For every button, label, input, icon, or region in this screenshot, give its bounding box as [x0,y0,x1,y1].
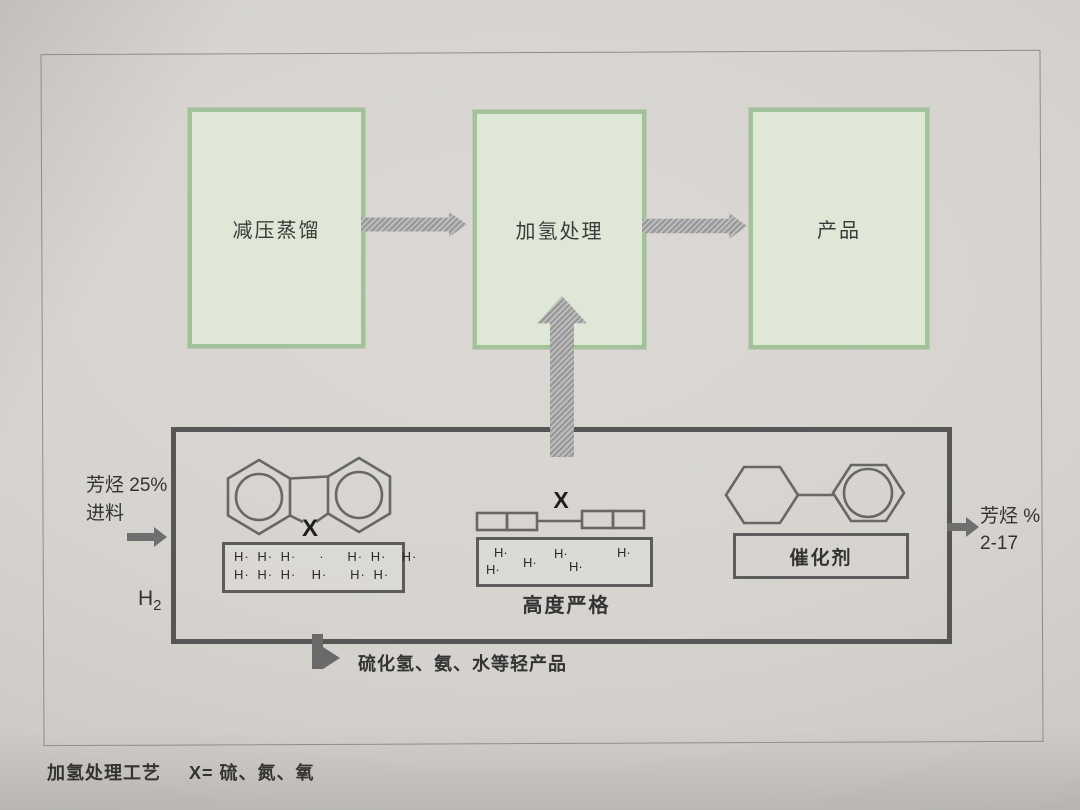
light-products-arrowhead-icon [323,647,340,669]
chain-x-label: X [553,488,569,513]
light-products-label: 硫化氢、氨、水等轻产品 [358,654,567,674]
cyclohexylbenzene-structure-icon [724,463,906,525]
light-products-arrow-icon [312,634,323,669]
flow-box-label: 加氢处理 [515,221,604,243]
h-radicals-box-middle: H· H· H· H· H· H· [476,537,653,587]
aromatics-out-arrow-icon [947,523,966,531]
figure-caption: 加氢处理工艺 X= 硫、氮、氧 [47,759,315,785]
flow-box-label: 减压蒸馏 [232,219,321,242]
h-radicals-row: H· H· H· H· H· H· [234,567,390,582]
aromatics-out-line1: 芳烃 % [980,506,1041,527]
aromatics-out-line2: 2-17 [980,533,1019,554]
h-radical: H· [523,555,537,570]
catalyst-box: 催化剂 [733,533,909,579]
h-radical: H· [554,546,568,561]
flow-box-vacuum-distillation: 减压蒸馏 [188,108,365,348]
h-radical: H· [494,545,508,560]
dibenzothiophene-structure-icon: X [226,456,392,542]
feed-line1: 芳烃 25% [86,475,168,496]
catalyst-label: 催化剂 [789,547,853,569]
flow-box-label: 产品 [817,220,861,242]
heteroatom-x-label: X [302,515,318,542]
feed-arrow-icon [127,533,154,541]
hydrogen-symbol: H [138,587,154,610]
h-radicals-box-left: H· H· H· · H· H· H· H· H· H· H· H· H· [222,542,416,593]
h-radicals-row: H· H· H· · H· H· H· [234,549,418,564]
caption-process: 加氢处理工艺 [47,763,161,783]
h-radical: H· [569,559,583,574]
h-radical: H· [617,545,631,560]
aromatics-out-arrowhead-icon [966,517,979,537]
feed-label: 芳烃 25% 进料 [86,472,167,528]
hydrogen-subscript: 2 [153,597,162,615]
caption-x-definition: X= 硫、氮、氧 [189,763,315,783]
feed-arrowhead-icon [154,527,167,547]
aromatics-out-label: 芳烃 % 2-17 [980,503,1040,557]
severity-label: 高度严格 [522,595,611,617]
flow-box-product: 产品 [749,108,929,349]
h-radical: H· [486,562,500,577]
feed-line2: 进料 [86,503,125,524]
hydrogen-label: H2 [138,585,162,620]
chain-scission-structure-icon: X [475,488,646,532]
